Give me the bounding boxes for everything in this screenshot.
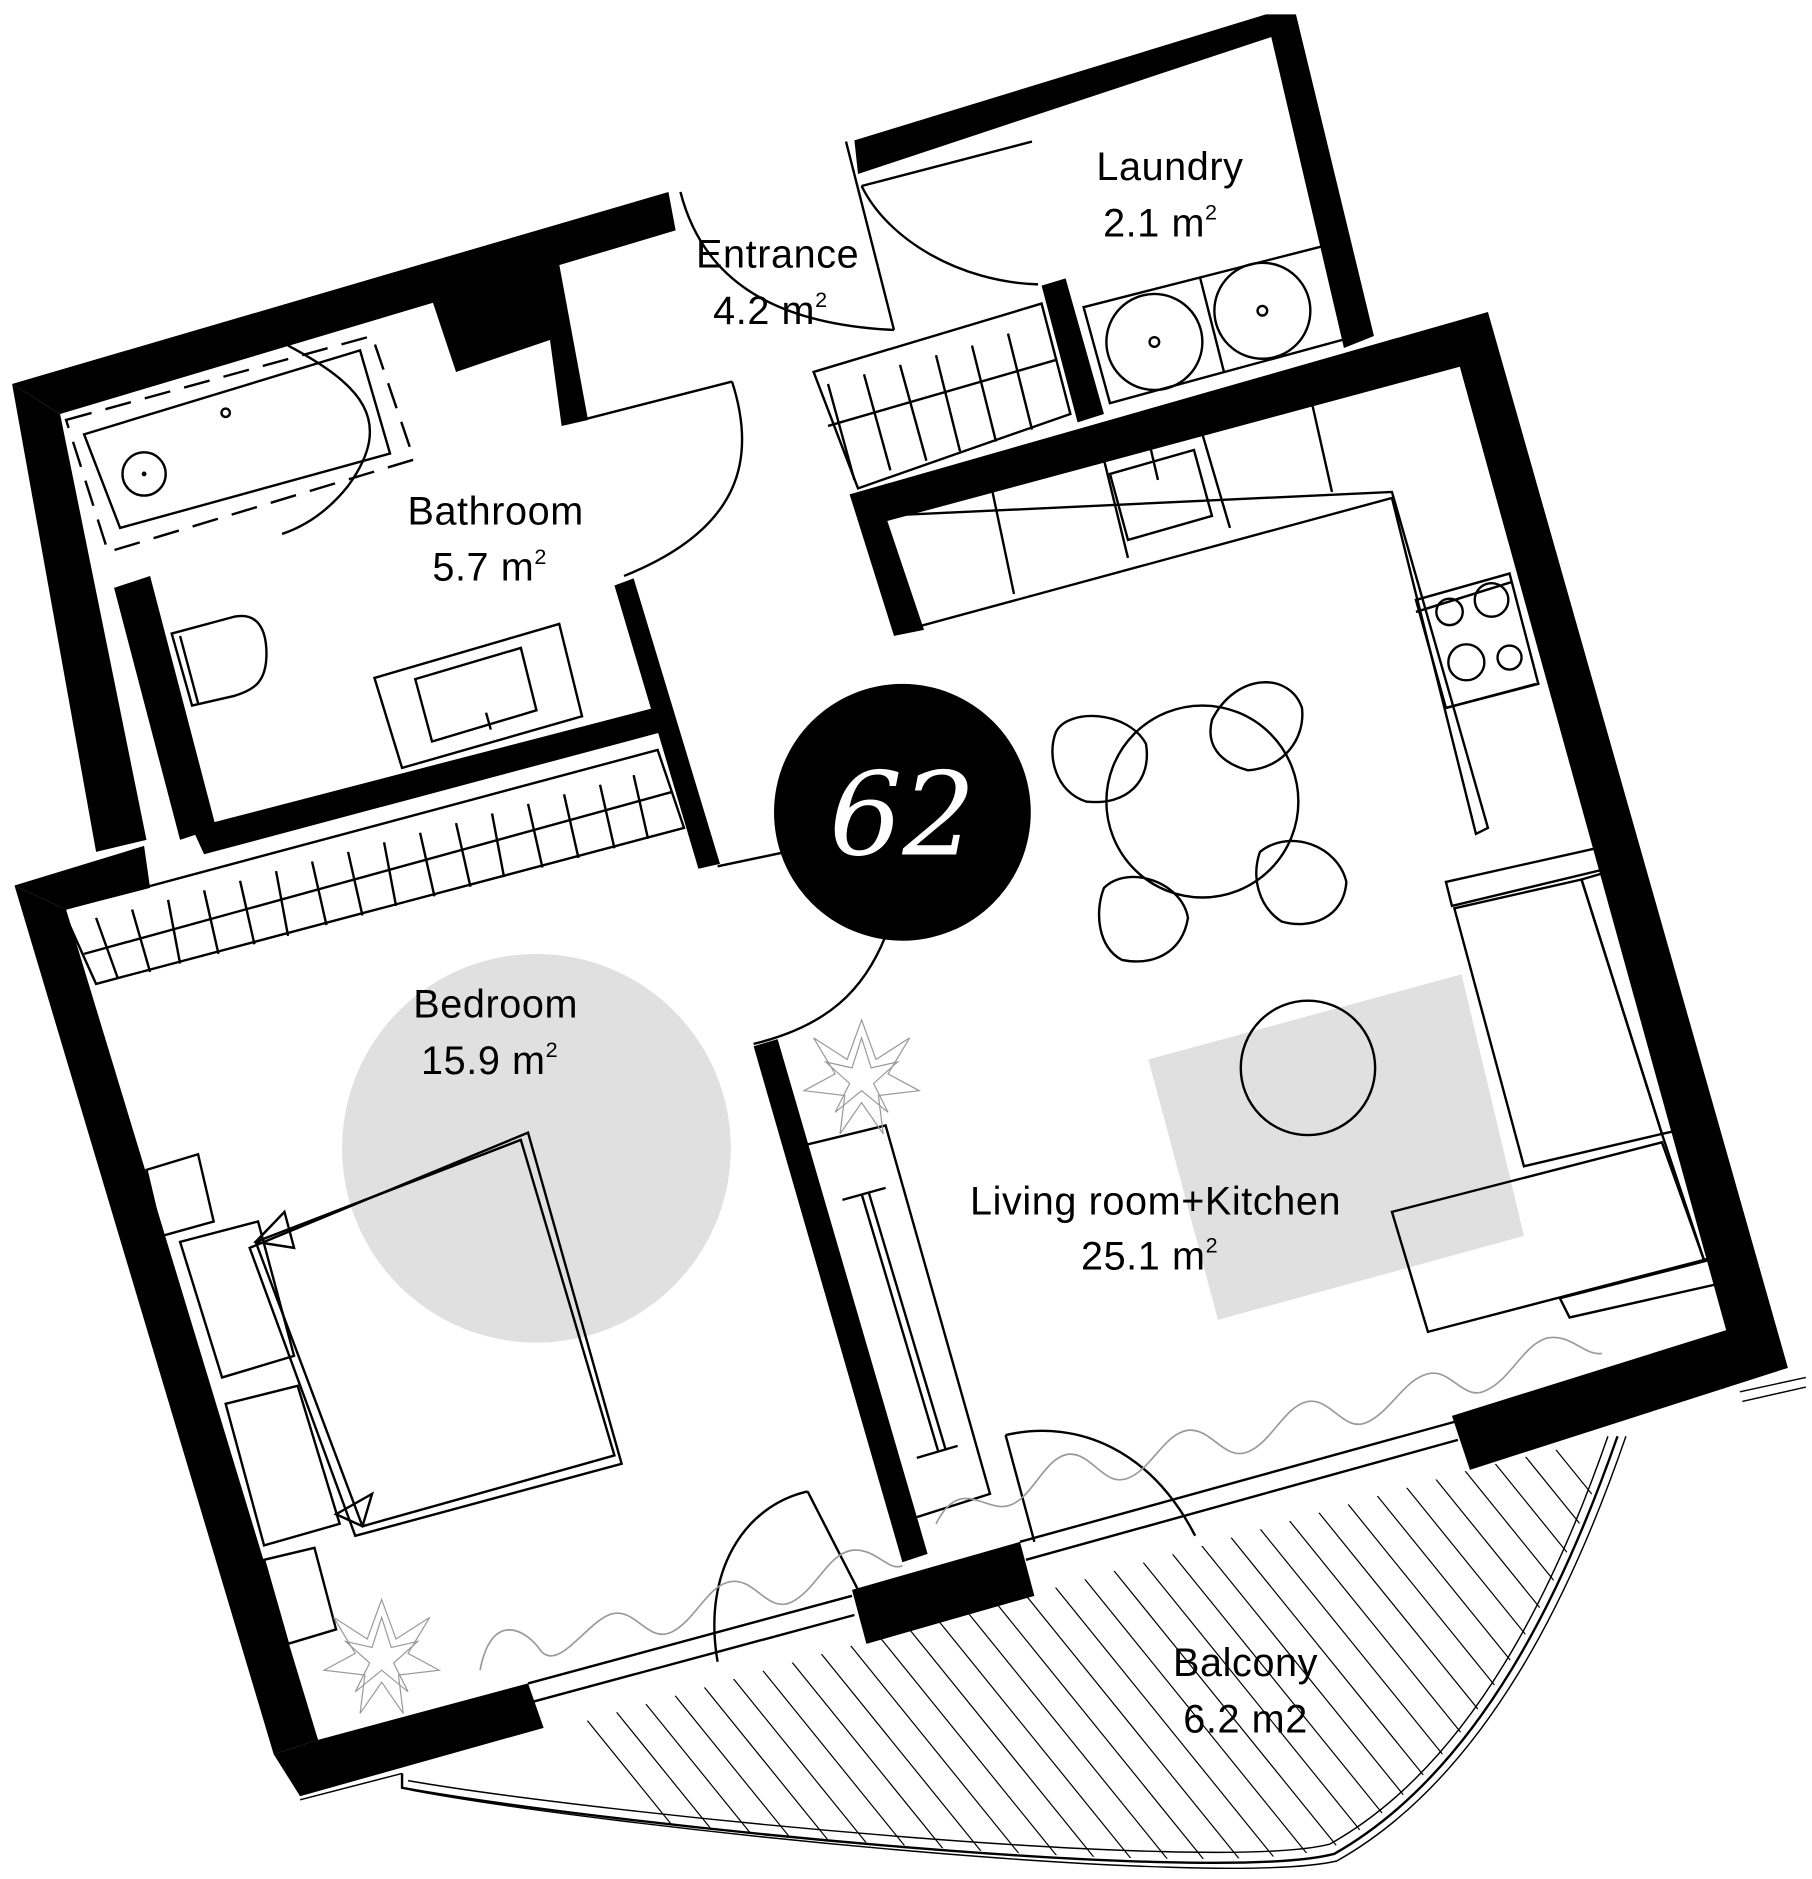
dryer-icon: [1213, 261, 1312, 360]
svg-text:4.2 m2: 4.2 m2: [713, 287, 828, 333]
svg-text:5.7 m2: 5.7 m2: [432, 544, 547, 590]
dining-table-icon: [1105, 704, 1300, 899]
wardrobe-icon: [60, 302, 1072, 986]
room-label-bathroom: Bathroom 5.7 m2: [407, 489, 583, 589]
coffee-table-icon: [1239, 999, 1377, 1137]
svg-text:6.2 m2: 6.2 m2: [1183, 1698, 1308, 1742]
unit-number-badge: 62: [774, 683, 1031, 941]
unit-number: 62: [829, 748, 976, 882]
room-label-laundry: Laundry 2.1 m2: [1096, 145, 1243, 245]
walls: [12, 14, 1788, 1797]
tv-stand-icon: [800, 1124, 992, 1520]
chair-icon: [1051, 681, 1348, 963]
svg-text:2.1 m2: 2.1 m2: [1103, 200, 1218, 246]
room-label-living: Living room+Kitchen 25.1 m2: [970, 1179, 1341, 1278]
sink-icon: [372, 622, 584, 770]
svg-text:Balcony: Balcony: [1173, 1641, 1318, 1685]
windows: [299, 1376, 1807, 1801]
kitchen-sink-icon: [1108, 443, 1214, 542]
kitchen-counter: [876, 395, 1537, 836]
svg-text:Laundry: Laundry: [1096, 145, 1243, 189]
nightstand-icon: [145, 1152, 342, 1646]
svg-text:15.9 m2: 15.9 m2: [421, 1037, 558, 1083]
svg-text:25.1 m2: 25.1 m2: [1081, 1233, 1218, 1279]
room-label-bedroom: Bedroom 15.9 m2: [413, 982, 578, 1083]
room-label-balcony: Balcony 6.2 m2: [1173, 1641, 1318, 1742]
plant-icon: [322, 1018, 922, 1714]
toilet-icon: [170, 614, 268, 707]
room-label-entrance: Entrance 4.2 m2: [696, 233, 859, 333]
svg-text:Bedroom: Bedroom: [413, 982, 578, 1026]
door-swing-icon: [581, 140, 1197, 1663]
bathtub-icon: [64, 334, 416, 554]
sofa-icon: [1390, 846, 1724, 1334]
cooktop-icon: [1414, 572, 1540, 710]
balcony: [400, 1435, 1627, 1869]
svg-text:Living room+Kitchen: Living room+Kitchen: [970, 1179, 1341, 1223]
bed-icon: [248, 1131, 624, 1538]
curtain-icon: [479, 1336, 1603, 1671]
svg-text:Bathroom: Bathroom: [407, 489, 583, 533]
svg-text:Entrance: Entrance: [696, 233, 859, 277]
